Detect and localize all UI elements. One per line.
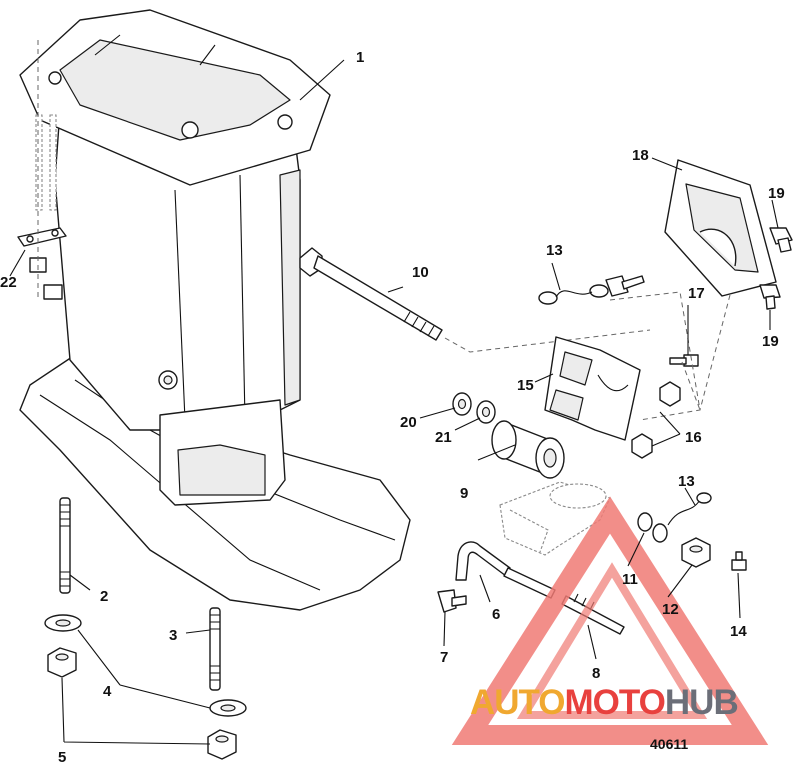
callout-20: 20 [400, 414, 417, 431]
washer-20 [452, 392, 472, 416]
callout-7: 7 [440, 649, 448, 666]
callout-12: 12 [662, 601, 679, 618]
watermark-moto: MOTO [565, 683, 665, 722]
washers-11 [637, 512, 668, 543]
callout-15: 15 [517, 377, 534, 394]
callout-17: 17 [688, 285, 705, 302]
callout-14: 14 [730, 623, 747, 640]
callout-16: 16 [685, 429, 702, 446]
callout-13-lower: 13 [678, 473, 695, 490]
ground-strap-13-top [538, 284, 609, 305]
hose-6 [455, 541, 511, 581]
stud-2 [59, 497, 71, 594]
callout-13-top: 13 [546, 242, 563, 259]
ground-strap-13-lower [667, 492, 712, 526]
washers-4 [44, 614, 247, 717]
driveshaft-housing [19, 9, 411, 611]
callout-5: 5 [58, 749, 66, 766]
stud-3 [209, 607, 221, 691]
nuts-5 [47, 647, 237, 760]
callout-labels: 1 2 3 4 5 6 7 8 9 10 11 12 13 13 14 15 1… [0, 49, 785, 766]
callout-2: 2 [100, 588, 108, 605]
watermark-auto: AUTO [470, 683, 565, 722]
shift-arm-ghost [499, 481, 611, 556]
callout-11: 11 [622, 571, 638, 588]
watermark-text: AUTOMOTOHUB [470, 683, 738, 722]
stud-hardware-22 [17, 40, 67, 300]
nuts-16 [631, 381, 681, 459]
callout-3: 3 [169, 627, 177, 644]
fitting-7 [437, 589, 467, 613]
rubber-mount-9 [491, 420, 565, 479]
screws-19 [759, 227, 793, 310]
callout-8: 8 [592, 665, 600, 682]
bolt-14 [731, 551, 747, 571]
nut-12 [681, 537, 711, 568]
callout-10: 10 [412, 264, 429, 281]
cover-18 [664, 159, 777, 297]
watermark-hub: HUB [665, 683, 738, 722]
figure-number: 40611 [650, 736, 688, 752]
callout-19-bottom: 19 [762, 333, 779, 350]
watermark-triangle [451, 496, 769, 745]
washer-21 [476, 400, 496, 424]
through-bolt-10 [299, 247, 651, 353]
callout-4: 4 [103, 683, 112, 700]
callout-21: 21 [435, 429, 452, 446]
callout-22: 22 [0, 274, 17, 291]
bolt-17-upper [605, 275, 645, 297]
callout-1: 1 [356, 49, 364, 66]
callout-18: 18 [632, 147, 649, 164]
mount-retainer-15 [544, 336, 641, 441]
callout-19-top: 19 [768, 185, 785, 202]
callout-6: 6 [492, 606, 500, 623]
callout-9: 9 [460, 485, 468, 502]
leader-lines [9, 59, 779, 745]
bolt-17-lower [669, 354, 699, 367]
